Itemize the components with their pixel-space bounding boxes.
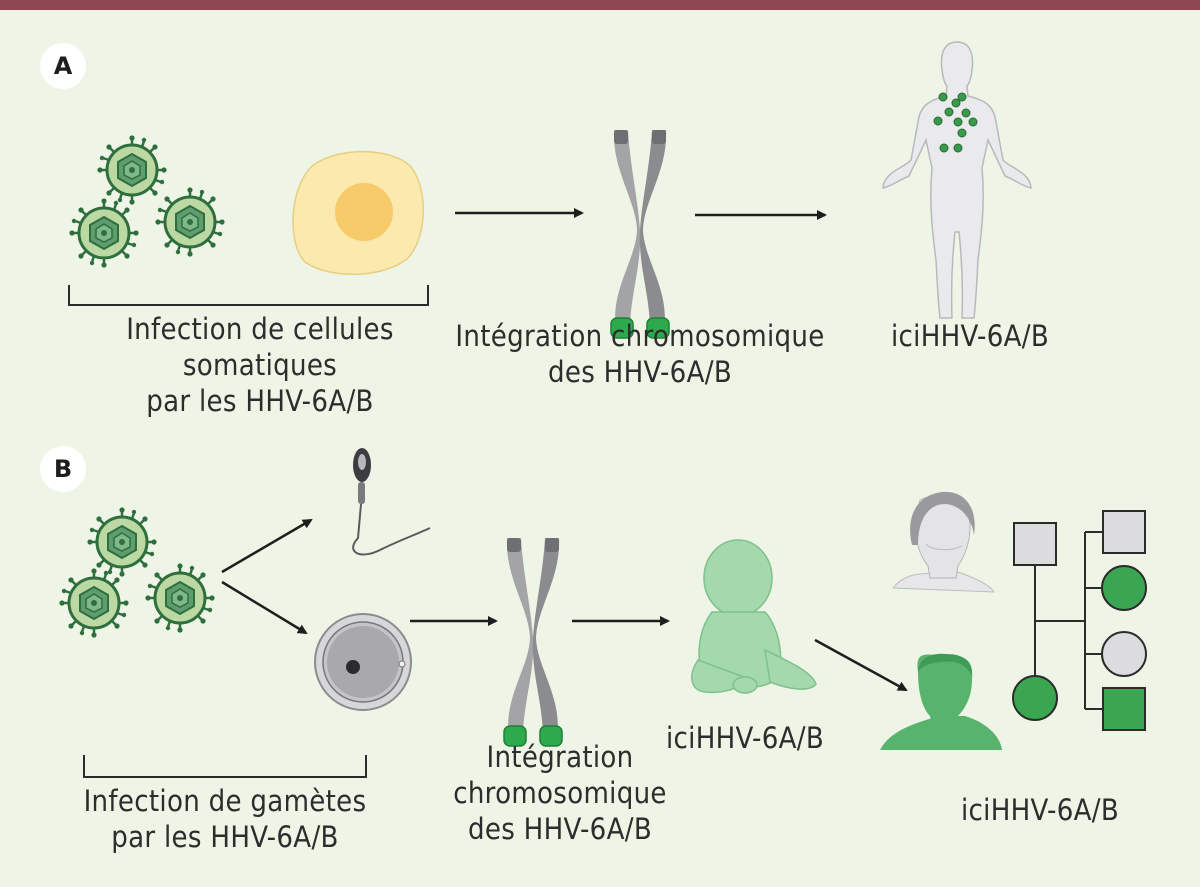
- top-accent-bar: [0, 0, 1200, 10]
- arrow-to-oocyte: [221, 580, 308, 635]
- label-infection-somatic: Infection de cellules somatiques par les…: [90, 311, 430, 419]
- pedigree-child-square-affected: [1102, 687, 1146, 731]
- virus-icon: [143, 561, 217, 635]
- pedigree-chart: [1034, 531, 1102, 710]
- label-child: iciHHV-6A/B: [665, 721, 825, 755]
- woman-bust-icon: [892, 491, 995, 593]
- label-line: des HHV-6A/B: [467, 812, 653, 846]
- label-line: Intégration: [486, 740, 634, 774]
- label-family: iciHHV-6A/B: [960, 793, 1120, 827]
- virus-cluster-b: [57, 505, 217, 640]
- virus-icon: [85, 505, 159, 579]
- virus-icon: [95, 133, 169, 207]
- virus-icon: [57, 566, 131, 640]
- label-integration-b: Intégration chromosomique des HHV-6A/B: [430, 739, 690, 847]
- label-line: par les HHV-6A/B: [111, 820, 339, 854]
- label-line: Infection de cellules: [126, 312, 394, 346]
- label-integration-a: Intégration chromosomique des HHV-6A/B: [430, 318, 850, 390]
- bracket-infection-b: [83, 755, 367, 778]
- baby-icon: [691, 539, 817, 694]
- virus-icon: [67, 196, 141, 270]
- human-body-icon: [882, 41, 1032, 319]
- label-line: chromosomique: [453, 776, 667, 810]
- arrow-b3: [814, 638, 908, 692]
- label-line: des HHV-6A/B: [547, 355, 733, 389]
- label-result-a: iciHHV-6A/B: [890, 319, 1050, 353]
- oocyte-icon: [314, 613, 412, 711]
- virus-icon: [153, 185, 227, 259]
- bracket-infection-a: [68, 285, 429, 306]
- label-line: par les HHV-6A/B: [146, 384, 374, 418]
- panel-b-badge: B: [40, 446, 86, 492]
- sperm-icon: [352, 448, 431, 556]
- label-line: Infection de gamètes: [83, 784, 367, 818]
- pedigree-parent-square-unaffected: [1013, 522, 1057, 566]
- panel-a-badge: A: [40, 43, 86, 89]
- label-infection-gametes: Infection de gamètes par les HHV-6A/B: [55, 783, 395, 855]
- pedigree-child-circle-unaffected: [1101, 631, 1147, 677]
- man-bust-icon: [880, 653, 1002, 750]
- chromosome-icon: [610, 129, 670, 339]
- pedigree-parent-circle-affected: [1012, 675, 1058, 721]
- arrow-to-sperm: [221, 518, 313, 574]
- pedigree-shapes: [1012, 510, 1147, 731]
- label-line: somatiques: [182, 348, 338, 382]
- somatic-cell-icon: [292, 150, 425, 276]
- pedigree-child-circle-affected: [1101, 565, 1147, 611]
- pedigree-child-square-unaffected: [1102, 510, 1146, 554]
- chromosome-icon: [503, 537, 563, 747]
- label-line: Intégration chromosomique: [455, 319, 825, 353]
- virus-cluster-a: [67, 133, 227, 270]
